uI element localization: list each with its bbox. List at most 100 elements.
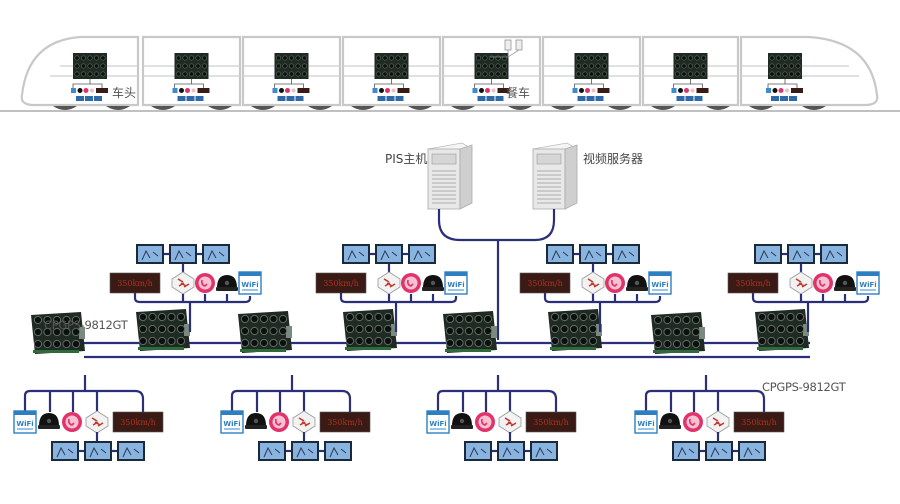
switch-port: [269, 326, 278, 336]
device-bus: [543, 293, 662, 304]
monitor-icon: [375, 244, 403, 264]
switch-port: [653, 327, 663, 337]
switch-port: [81, 63, 87, 69]
switch-port: [786, 324, 795, 334]
monitor-screen: [499, 443, 523, 459]
monitor-image: [502, 446, 520, 458]
switch-port: [87, 71, 93, 77]
led-text: 350km/h: [120, 418, 156, 427]
switch-port: [395, 63, 401, 69]
switch-port: [788, 71, 794, 77]
wheel: [351, 106, 375, 110]
switch-port: [43, 315, 52, 325]
server-link: [437, 209, 556, 242]
train: [0, 35, 900, 112]
switch-port: [87, 63, 93, 69]
switch-port: [663, 315, 672, 325]
car-switch-icon: [274, 53, 309, 79]
alarm-intercom-icon: [475, 412, 495, 432]
mini-monitor-icon: [595, 96, 604, 101]
monitor-image: [759, 249, 777, 261]
mini-monitor-icon: [195, 96, 204, 101]
wifi-text: WiFi: [16, 420, 33, 428]
video-server-icon: [531, 142, 579, 210]
camera-lens: [634, 280, 640, 286]
ethernet-switch-icon: [31, 312, 85, 354]
switch-port: [483, 314, 493, 324]
switch-port: [189, 63, 195, 69]
switch-port: [776, 312, 786, 322]
monitor-image: [380, 249, 398, 261]
mini-switch-arrows: [587, 278, 600, 288]
mini-router-icon: [491, 88, 496, 93]
mini-camera-icon: [279, 88, 284, 93]
mini-monitor-icon: [780, 96, 788, 101]
wifi-header: [635, 411, 657, 415]
alarm-handset: [201, 279, 208, 287]
switch-din-clip: [803, 324, 809, 336]
switch-port: [776, 324, 786, 334]
mini-switch-icon: [498, 410, 522, 434]
switch-port: [71, 327, 81, 337]
switch-port: [757, 324, 767, 334]
switch-port: [148, 336, 157, 346]
mini-switch-icon: [171, 271, 195, 295]
switch-port: [475, 71, 481, 77]
ethernet-switch-icon: [548, 309, 602, 351]
led-panel: [319, 411, 371, 433]
mini-alarm-icon: [285, 88, 290, 93]
switch-port: [681, 55, 687, 61]
led-panel: [112, 411, 164, 433]
device-bus: [230, 389, 352, 412]
switch-port: [691, 339, 701, 349]
switch-port: [240, 338, 250, 348]
switch-port: [464, 314, 474, 324]
switch-port: [278, 326, 288, 336]
led-panel: [525, 411, 577, 433]
switch-din-clip: [79, 327, 85, 339]
switch-base: [345, 347, 391, 350]
monitor-screen: [532, 443, 556, 459]
monitor-image: [677, 446, 695, 458]
train-car: [739, 35, 879, 110]
wheel: [408, 106, 432, 110]
monitor-icon: [820, 244, 848, 264]
switch-port: [345, 312, 355, 322]
dome-camera-icon: [216, 275, 238, 291]
monitor-image: [617, 249, 635, 261]
mini-router-icon: [291, 88, 296, 93]
wifi-caption: [430, 428, 446, 430]
wifi-ap-icon: WiFi: [238, 271, 262, 295]
switch-port: [488, 63, 494, 69]
switch-model-label-right: CPGPS-9812GT: [762, 380, 846, 394]
switch-port: [775, 63, 781, 69]
switch-port: [795, 63, 801, 69]
switch-port: [295, 63, 301, 69]
switch-port: [189, 55, 195, 61]
camera-lens: [667, 418, 673, 424]
switch-port: [374, 312, 383, 322]
monitor-screen: [789, 246, 813, 262]
mini-camera-icon: [579, 88, 584, 93]
led-display-icon: 350km/h: [519, 272, 571, 294]
ethernet-switch-icon: [651, 312, 705, 354]
led-panel: [733, 411, 785, 433]
led-display-icon: 350km/h: [727, 272, 779, 294]
switch-port: [345, 324, 355, 334]
wifi-caption: [860, 289, 876, 291]
alarm-handset: [481, 418, 488, 426]
switch-port: [569, 324, 579, 334]
monitor-image: [825, 249, 843, 261]
train-car: [20, 35, 140, 110]
monitor-screen: [86, 443, 110, 459]
switch-port: [682, 339, 691, 349]
mini-switch-icon: [292, 410, 316, 434]
monitor-screen: [293, 443, 317, 459]
switch-base: [138, 347, 184, 350]
monitor-icon: [324, 441, 352, 461]
switch-port: [71, 339, 81, 349]
ethernet-switch-icon: [443, 311, 497, 353]
mini-wifi-icon: [172, 88, 178, 93]
